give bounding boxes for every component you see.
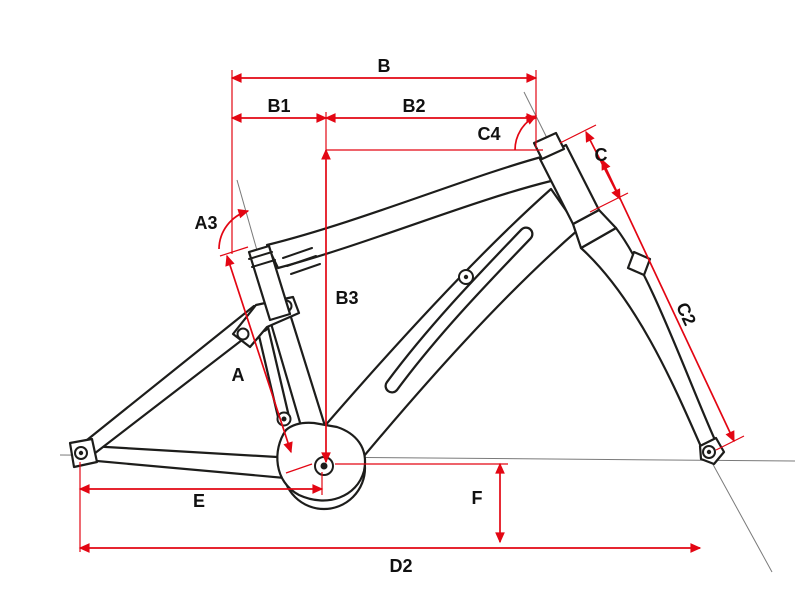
label-a: A <box>232 365 245 385</box>
dimension-a3 <box>218 208 250 250</box>
dimension-c2 <box>601 158 745 451</box>
extension-line <box>219 246 249 257</box>
extension-line <box>715 435 745 451</box>
dimension-e <box>78 462 324 552</box>
dimension-f <box>335 462 508 544</box>
label-a3: A3 <box>194 213 217 233</box>
headset-spacer <box>532 131 566 161</box>
shock-lower-bolt <box>281 416 287 422</box>
label-c2: C2 <box>672 299 700 328</box>
label-f: F <box>472 488 483 508</box>
extension-line <box>285 463 313 474</box>
label-b: B <box>378 56 391 76</box>
bike-frame-drawing <box>68 131 726 511</box>
rear-axle-center <box>78 450 84 456</box>
chainstay <box>84 444 298 481</box>
extension-line <box>559 124 597 144</box>
label-b1: B1 <box>267 96 290 116</box>
bottom-bracket-center <box>320 462 328 470</box>
front-axle-center <box>706 449 712 455</box>
label-c: C <box>595 145 608 165</box>
label-b3: B3 <box>335 288 358 308</box>
label-d2: D2 <box>389 556 412 576</box>
label-b2: B2 <box>402 96 425 116</box>
label-c4: C4 <box>477 124 500 144</box>
dimension-lines <box>78 70 745 553</box>
dimension-c4-arc <box>514 115 538 151</box>
dimension-c4 <box>514 115 538 151</box>
label-e: E <box>193 491 205 511</box>
dimension-c2-line <box>601 158 735 443</box>
dimension-b <box>230 70 538 254</box>
rocker-pivot-front <box>236 327 250 341</box>
downtube-bolt-center <box>463 274 469 280</box>
battery-panel-inner <box>386 228 532 392</box>
dimension-b3 <box>321 112 543 464</box>
gusset-line <box>290 263 321 275</box>
dimension-a <box>219 246 313 474</box>
dimension-a3-arc <box>218 208 250 250</box>
dimension-a-line <box>225 254 293 454</box>
